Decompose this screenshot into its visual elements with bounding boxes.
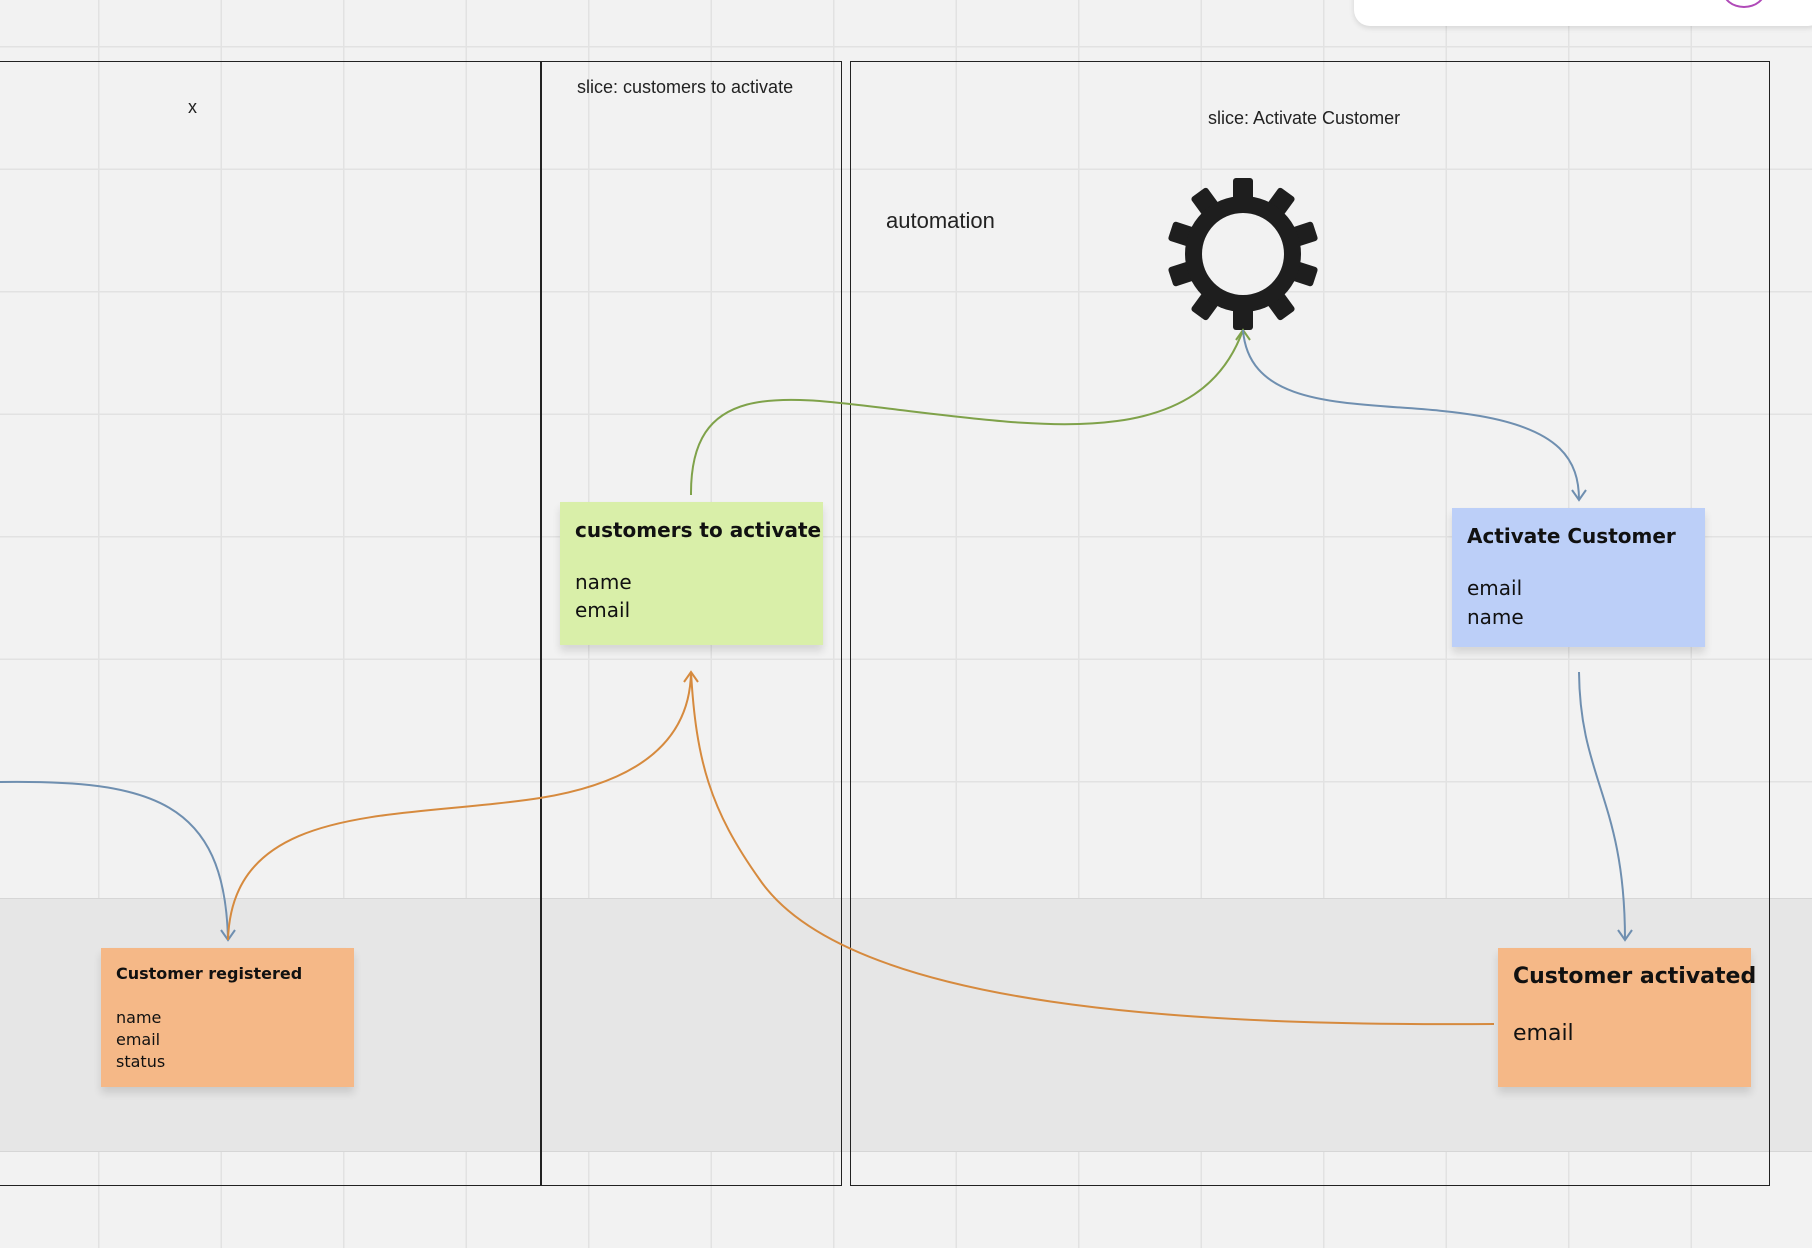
sticky-title: Activate Customer — [1467, 524, 1676, 548]
gear-icon[interactable] — [1163, 174, 1323, 334]
sticky-read-model[interactable]: customers to activate name email — [560, 502, 823, 645]
arrow-read-model-to-automation[interactable] — [689, 329, 1244, 496]
arrowhead-activated — [1617, 929, 1633, 942]
arrow-activated-to-read-model[interactable] — [690, 671, 1495, 1026]
sticky-field: name — [575, 570, 632, 594]
sticky-field: email — [116, 1030, 161, 1049]
gear-hole — [1202, 213, 1284, 295]
sticky-title: Customer registered — [116, 964, 303, 983]
arrow-left-to-registered[interactable] — [0, 780, 229, 941]
sticky-field: name — [1467, 605, 1524, 629]
arrow-registered-to-read-model[interactable] — [227, 671, 692, 941]
sticky-field: name — [116, 1008, 162, 1027]
sticky-field: email — [575, 598, 631, 622]
frame-title-x: x — [188, 97, 197, 117]
sticky-event-customer-activated[interactable]: Customer activated email — [1498, 948, 1757, 1087]
sticky-title: customers to activate — [575, 518, 822, 542]
frame-x[interactable] — [0, 61, 542, 1186]
arrow-automation-to-command[interactable] — [1242, 329, 1580, 501]
arrowhead-command — [1571, 489, 1587, 502]
frame-slice-activate-customer[interactable] — [850, 61, 1770, 1186]
sticky-command[interactable]: Activate Customer email name — [1452, 508, 1705, 647]
sticky-field: email — [1467, 576, 1523, 600]
sticky-field: status — [116, 1052, 166, 1071]
automation-label[interactable]: automation — [886, 208, 995, 233]
sticky-event-customer-registered[interactable]: Customer registered name email status — [101, 948, 354, 1087]
frame-title-activate-customer: slice: Activate Customer — [1208, 108, 1401, 128]
frame-slice-customers-to-activate[interactable] — [540, 61, 842, 1186]
frame-title-customers-to-activate: slice: customers to activate — [577, 77, 794, 97]
arrow-command-to-activated[interactable] — [1578, 671, 1626, 941]
sticky-field: email — [1513, 1021, 1574, 1046]
sticky-title: Customer activated — [1513, 964, 1757, 989]
